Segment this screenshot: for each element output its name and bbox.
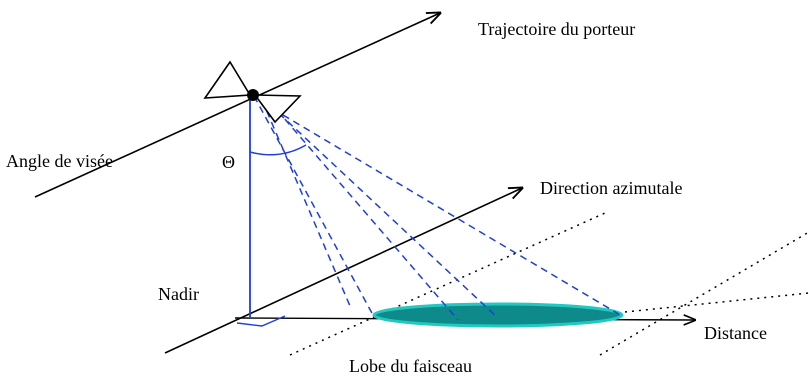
radar-beam	[253, 95, 623, 321]
look-angle-label: Angle de visée	[6, 151, 113, 171]
azimuth-direction-label: Direction azimutale	[540, 178, 682, 198]
beam-footprint-ellipse	[372, 302, 624, 328]
satellite-icon	[203, 60, 302, 124]
beam-line-center	[269, 104, 499, 319]
trajectory-label: Trajectoire du porteur	[478, 19, 635, 39]
near-swath-boundary	[289, 212, 606, 356]
beam-line-mid-near	[261, 99, 351, 307]
beam-line-far	[282, 114, 623, 317]
far-range-extension	[624, 292, 809, 313]
beam-line-mid-far	[276, 109, 459, 321]
right-angle-marker	[236, 315, 286, 327]
antenna-dot	[247, 89, 259, 101]
satellite-wing-left-icon	[203, 60, 252, 99]
trajectory-line	[34, 13, 440, 198]
satellite-wing-right-icon	[253, 94, 302, 124]
azimuth-direction-line	[164, 188, 522, 354]
look-angle-arc	[249, 144, 307, 156]
beam-footprint-label: Lobe du faisceau	[349, 356, 472, 376]
range-label: Distance	[704, 323, 767, 343]
theta-label: Θ	[222, 152, 235, 172]
beam-line-near	[253, 95, 374, 316]
nadir-label: Nadir	[158, 284, 199, 304]
